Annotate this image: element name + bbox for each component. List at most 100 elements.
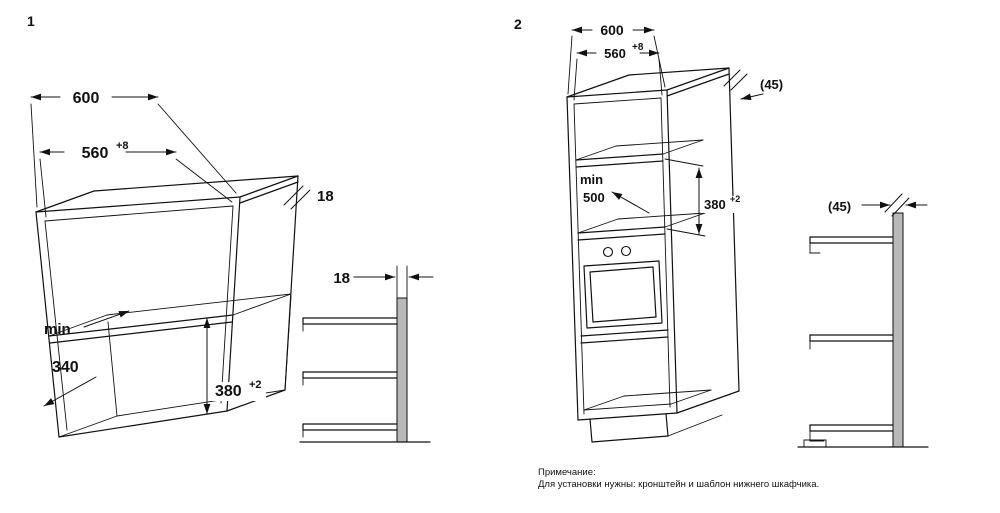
line-shape <box>49 321 233 344</box>
arrowhead <box>880 201 890 209</box>
line-shape <box>676 390 740 414</box>
figure1-niche-height-value: 380 <box>215 383 242 400</box>
line-shape <box>583 403 672 411</box>
arrowhead <box>649 49 659 57</box>
line-shape <box>665 413 669 437</box>
line-shape <box>723 69 741 87</box>
oven-knob-icon <box>620 245 632 257</box>
figure2-min-depth-value: 500 <box>583 190 605 205</box>
line-shape <box>658 58 663 96</box>
installation-note: Примечание: Для установки нужны: кронште… <box>538 467 819 490</box>
line-shape <box>591 435 669 443</box>
figure1-min-depth-value: 340 <box>52 359 79 376</box>
figure2-top-gap-value: (45) <box>760 77 783 92</box>
line-shape <box>220 205 234 404</box>
line-shape <box>575 153 664 161</box>
line-shape <box>232 293 292 316</box>
line-shape <box>664 158 704 167</box>
line-shape <box>617 212 706 220</box>
figure1-dim-outer-width: 600 <box>30 90 237 208</box>
line-shape <box>628 67 730 76</box>
arrowhead <box>695 224 703 234</box>
figure1-side-view: 18 <box>299 265 434 443</box>
figure2-outer-width-value: 600 <box>600 22 624 38</box>
arrowhead <box>741 93 752 101</box>
figure1-dim-min-depth: min 340 <box>43 310 130 407</box>
line-shape <box>58 415 118 438</box>
arrowhead <box>612 192 623 200</box>
dim-text-mask <box>212 382 266 401</box>
line-shape <box>573 97 662 105</box>
figure2-min-label: min <box>580 172 603 187</box>
figure2-side-view: (45) <box>797 193 929 448</box>
line-shape <box>728 67 740 392</box>
line-shape <box>48 314 108 337</box>
line-shape <box>666 228 706 237</box>
arrowhead <box>31 93 41 101</box>
figure2-index-label: 2 <box>514 16 522 32</box>
line-shape <box>283 185 304 206</box>
arrowhead <box>695 168 703 178</box>
figure1-side-thickness-value: 18 <box>333 270 350 287</box>
line-shape <box>566 89 668 98</box>
figure2-side-gap-value: (45) <box>828 199 851 214</box>
line-shape <box>573 103 585 415</box>
line-shape <box>107 321 118 417</box>
line-shape <box>615 139 704 147</box>
line-shape <box>575 145 617 161</box>
arrowhead <box>577 49 587 57</box>
figure1-min-label: min <box>44 321 71 338</box>
arrowhead <box>148 93 158 101</box>
arrowhead <box>203 404 211 414</box>
arrowhead <box>118 311 129 318</box>
line-shape <box>662 139 704 155</box>
line-shape <box>35 196 241 213</box>
line-shape <box>226 196 241 412</box>
line-shape <box>891 197 910 217</box>
line-shape <box>670 389 712 405</box>
line-shape <box>623 389 712 397</box>
figure2-dim-niche-height: 380 +2 <box>664 158 746 237</box>
figure1-dim-inner-width: 560 +8 <box>39 140 233 218</box>
figure1-index-label: 1 <box>27 13 35 29</box>
figure2-inner-width-tolerance: +8 <box>632 42 644 53</box>
line-shape <box>667 414 723 437</box>
figure1-dim-top-thickness: 18 <box>283 185 334 210</box>
line-shape <box>39 158 47 218</box>
line-shape <box>666 89 678 414</box>
figure1-outer-width-value: 600 <box>73 90 100 107</box>
line-shape <box>48 314 234 337</box>
note-body: Для установки нужны: кронштейн и шаблон … <box>538 478 820 490</box>
figure1-cabinet-drawing <box>35 175 299 438</box>
figure1-inner-width-value: 560 <box>82 145 109 162</box>
oven-knob-icon <box>602 246 614 258</box>
line-shape <box>175 158 233 203</box>
wall-panel <box>396 297 408 443</box>
line-shape <box>93 175 299 192</box>
arrowhead <box>40 148 50 156</box>
line-shape <box>666 67 730 91</box>
figure2-niche-height-tolerance: +2 <box>730 194 740 204</box>
line-shape <box>583 395 625 411</box>
line-shape <box>660 97 671 408</box>
figure2-inner-width-value: 560 <box>604 46 626 61</box>
line-shape <box>580 329 669 337</box>
oven-door-glass <box>589 266 657 323</box>
figure2-cabinet-drawing <box>566 67 740 443</box>
line-shape <box>666 73 730 97</box>
arrowhead <box>385 273 395 281</box>
figure1-top-thickness-value: 18 <box>317 188 334 205</box>
line-shape <box>577 226 666 234</box>
line-shape <box>589 418 593 443</box>
line-shape <box>239 181 299 204</box>
oven-door <box>583 260 663 329</box>
line-shape <box>106 293 292 316</box>
line-shape <box>664 212 706 228</box>
line-shape <box>290 189 311 210</box>
line-shape <box>573 58 578 101</box>
dim-text-mask <box>701 196 746 213</box>
arrowhead <box>906 201 916 209</box>
figure2-niche-height-value: 380 <box>704 197 726 212</box>
